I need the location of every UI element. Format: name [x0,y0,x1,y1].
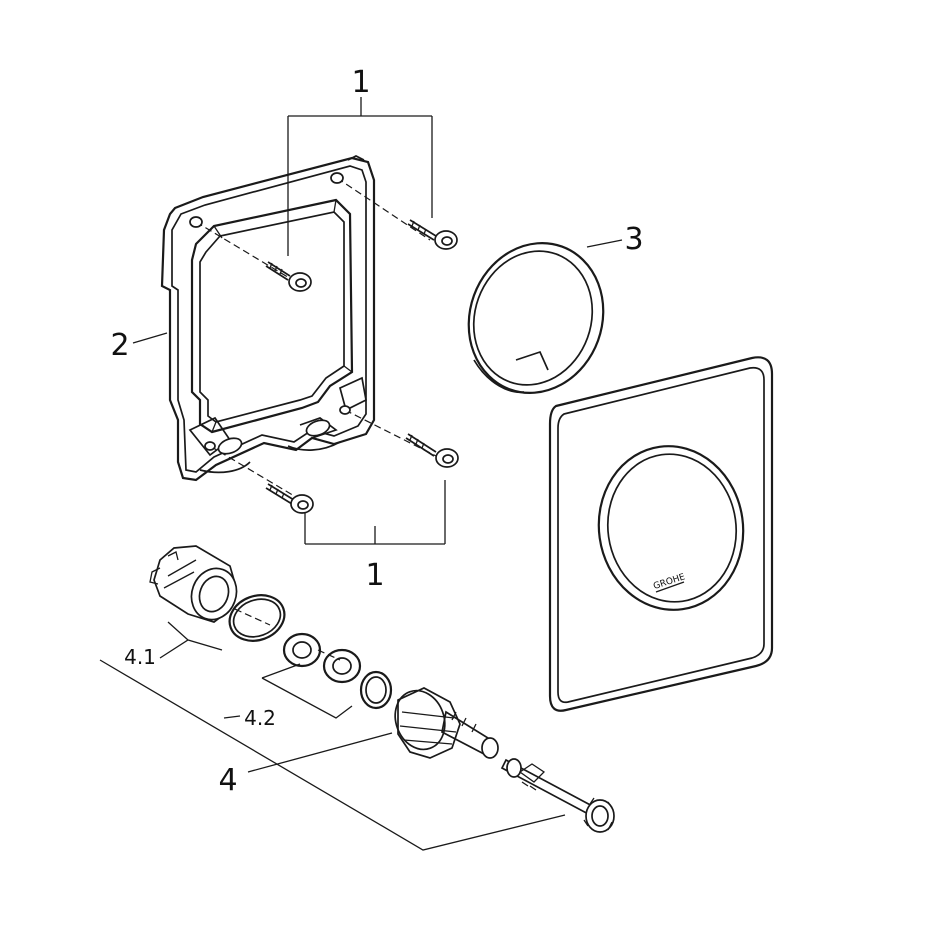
screw-top-left [265,261,312,292]
cover-plate: GROHE [548,356,774,712]
screw-top-right [407,219,458,250]
valve-housing [394,687,499,759]
callout-1-bottom: 1 [365,558,384,593]
mounting-frame [160,155,376,482]
callout-labels: 1 1 2 3 4.1 4.2 4 [110,65,643,798]
callout-4: 4 [218,763,237,798]
valve-stem [500,758,615,833]
plate-logo-text: GROHE [652,572,687,592]
washer-2 [322,648,362,684]
callout-4-2: 4.2 [244,706,276,730]
cartridge-body [149,545,238,623]
screw-bottom-right [405,433,459,468]
washer-1 [282,632,322,668]
callout-4-1: 4.1 [124,645,156,669]
trim-ring [467,242,605,394]
o-ring-large [228,594,286,642]
callout-3: 3 [624,222,643,257]
o-ring-small [359,670,393,710]
leader-lines [99,97,623,851]
screw-bottom-left [265,483,314,514]
callout-2: 2 [110,328,129,363]
callout-1-top: 1 [351,65,370,100]
